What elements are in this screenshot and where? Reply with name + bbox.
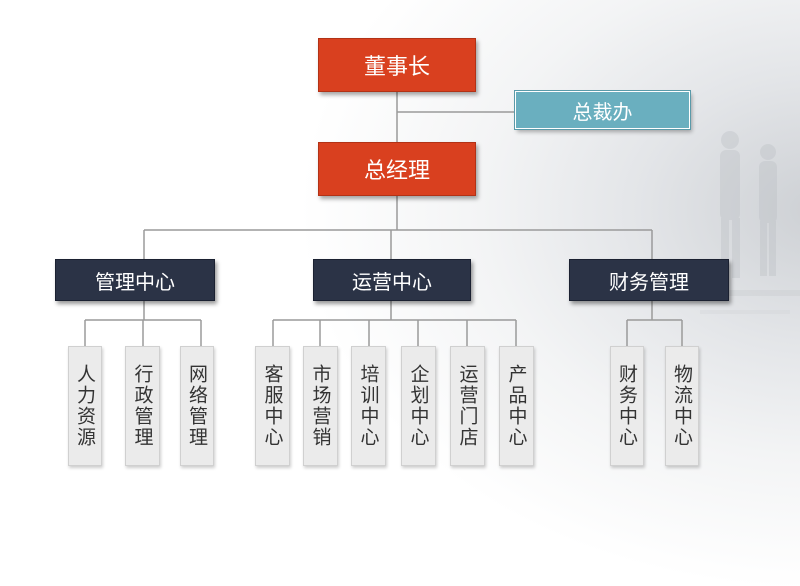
- node-operations-center: 运营中心: [313, 259, 471, 301]
- node-chairman: 董事长: [318, 38, 476, 92]
- node-presidents-office: 总裁办: [514, 90, 691, 130]
- background-people-silhouette: [690, 131, 800, 314]
- node-marketing: 市场营销: [303, 346, 338, 466]
- node-general-manager: 总经理: [318, 142, 476, 196]
- node-finance-center: 财务中心: [610, 346, 644, 466]
- node-planning-center: 企划中心: [401, 346, 436, 466]
- node-operating-stores: 运营门店: [450, 346, 485, 466]
- node-human-resources: 人力资源: [68, 346, 102, 466]
- node-customer-service-center: 客服中心: [255, 346, 290, 466]
- node-management-center: 管理中心: [55, 259, 215, 301]
- node-product-center: 产品中心: [499, 346, 534, 466]
- node-training-center: 培训中心: [351, 346, 386, 466]
- node-network-management: 网络管理: [180, 346, 214, 466]
- node-logistics-center: 物流中心: [665, 346, 699, 466]
- node-administration: 行政管理: [125, 346, 160, 466]
- node-finance-management: 财务管理: [569, 259, 729, 301]
